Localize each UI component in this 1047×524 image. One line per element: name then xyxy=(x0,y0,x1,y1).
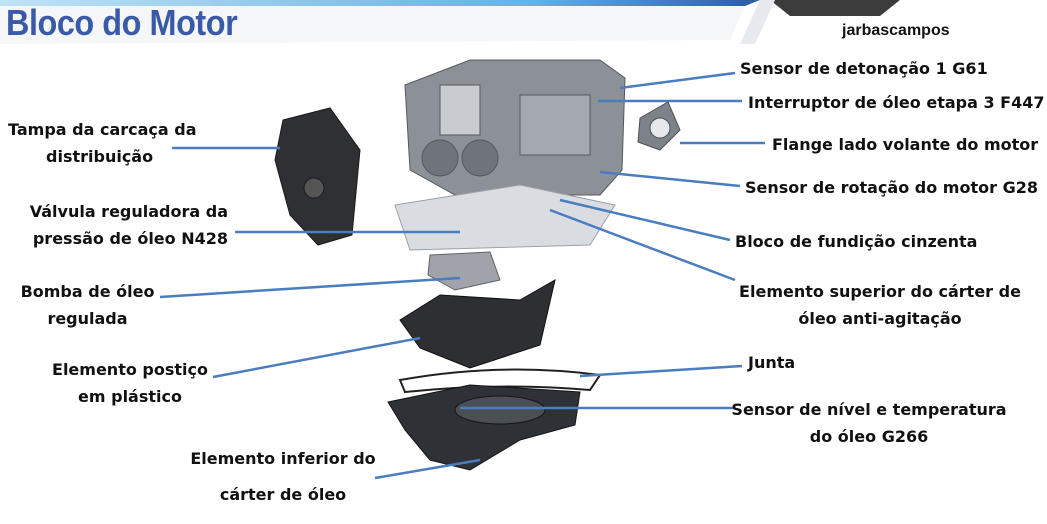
label-lower-sump-line2: cárter de óleo xyxy=(219,485,347,504)
label-insert: Elemento postiço em plástico xyxy=(40,356,220,410)
label-speed-sensor: Sensor de rotação do motor G28 xyxy=(745,178,1038,197)
label-upper-sump-line2: óleo anti-agitação xyxy=(798,309,962,328)
label-pump: Bomba de óleo regulada xyxy=(10,278,165,332)
label-timing-cover-line2: distribuição xyxy=(46,147,154,166)
label-level-sensor: Sensor de nível e temperatura do óleo G2… xyxy=(730,396,1008,450)
label-pump-line1: Bomba de óleo xyxy=(20,282,155,301)
label-lower-sump-line1: Elemento inferior do xyxy=(190,449,376,468)
label-timing-cover-line1: Tampa da carcaça da xyxy=(8,120,197,139)
label-pump-line2: regulada xyxy=(47,309,128,328)
label-level-sensor-line2: do óleo G266 xyxy=(809,427,929,446)
label-upper-sump: Elemento superior do cárter de óleo anti… xyxy=(735,278,1025,332)
label-valve-line2: pressão de óleo N428 xyxy=(32,229,228,248)
plastic-insert xyxy=(399,278,556,369)
oil-pump xyxy=(427,251,501,291)
label-level-sensor-line1: Sensor de nível e temperatura xyxy=(731,400,1007,419)
lower-sump xyxy=(387,384,581,471)
label-gasket: Junta xyxy=(748,353,796,372)
label-knock-sensor: Sensor de detonação 1 G61 xyxy=(740,59,988,78)
label-block: Bloco de fundição cinzenta xyxy=(735,232,978,251)
leader-lines xyxy=(159,71,765,480)
label-oil-switch: Interruptor de óleo etapa 3 F447 xyxy=(748,93,1045,112)
page-title: Bloco do Motor xyxy=(6,2,238,43)
label-lower-sump: Elemento inferior do cárter de óleo xyxy=(183,441,383,513)
label-flange: Flange lado volante do motor xyxy=(772,135,1039,154)
label-insert-line2: em plástico xyxy=(78,387,182,406)
engine-block xyxy=(404,59,626,196)
timing-cover xyxy=(274,107,361,246)
flange xyxy=(637,101,681,151)
label-valve-line1: Válvula reguladora da xyxy=(29,202,228,221)
label-insert-line1: Elemento postiço xyxy=(52,360,208,379)
label-valve: Válvula reguladora da pressão de óleo N4… xyxy=(0,198,228,252)
header-banner xyxy=(0,0,900,44)
label-timing-cover: Tampa da carcaça da distribuição xyxy=(8,116,197,170)
watermark: jarbascampos xyxy=(842,22,950,39)
label-upper-sump-line1: Elemento superior do cárter de xyxy=(739,282,1021,301)
